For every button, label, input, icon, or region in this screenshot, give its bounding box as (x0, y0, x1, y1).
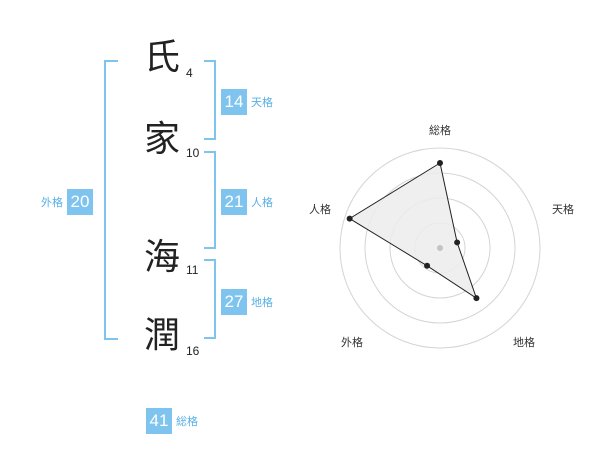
gaikaku-label: 外格 (41, 196, 63, 209)
radar-point-4 (424, 262, 431, 269)
radar-points (346, 160, 480, 302)
gaikaku-score: 外格 20 (41, 189, 93, 215)
radar-shape (348, 162, 478, 300)
name-char-1: 氏 (143, 37, 180, 78)
radar-axis-label-5: 人格 (309, 202, 331, 216)
stroke-count-3: 11 (186, 263, 199, 277)
tenkaku-label: 天格 (251, 96, 273, 109)
gaikaku-value: 20 (67, 189, 93, 215)
radar-axis-label-4: 外格 (341, 335, 363, 349)
chikaku-value: 27 (221, 289, 247, 315)
name-char-3: 海 (143, 237, 180, 278)
chikaku-score: 27 地格 (221, 289, 273, 315)
gaikaku-bracket (104, 60, 118, 340)
radar-axis-label-3: 地格 (513, 335, 535, 349)
name-char-2: 家 (143, 119, 180, 160)
name-char-4: 潤 (143, 315, 180, 356)
radar-point-3 (473, 295, 480, 302)
jinkaku-score: 21 人格 (221, 189, 273, 215)
soukaku-label: 総格 (176, 415, 198, 428)
stroke-count-4: 16 (186, 344, 200, 358)
stroke-count-1: 4 (186, 66, 193, 80)
chikaku-label: 地格 (251, 296, 273, 309)
tenkaku-value: 14 (221, 89, 247, 115)
tenkaku-bracket (204, 60, 216, 140)
soukaku-score: 41 総格 (146, 408, 198, 434)
stroke-count-2: 10 (186, 146, 200, 160)
jinkaku-value: 21 (221, 189, 247, 215)
radar-center-dot (437, 245, 443, 251)
jinkaku-label: 人格 (251, 196, 273, 209)
jinkaku-bracket (204, 151, 216, 249)
radar-point-1 (437, 160, 443, 166)
tenkaku-score: 14 天格 (221, 89, 273, 115)
chikaku-bracket (204, 259, 216, 339)
radar-axis-label-2: 天格 (552, 202, 574, 216)
radar-point-2 (454, 239, 461, 246)
soukaku-value: 41 (146, 408, 172, 434)
radar-axis-label-1: 総格 (429, 123, 451, 137)
radar-point-5 (346, 215, 353, 222)
radar-ring (339, 147, 541, 349)
